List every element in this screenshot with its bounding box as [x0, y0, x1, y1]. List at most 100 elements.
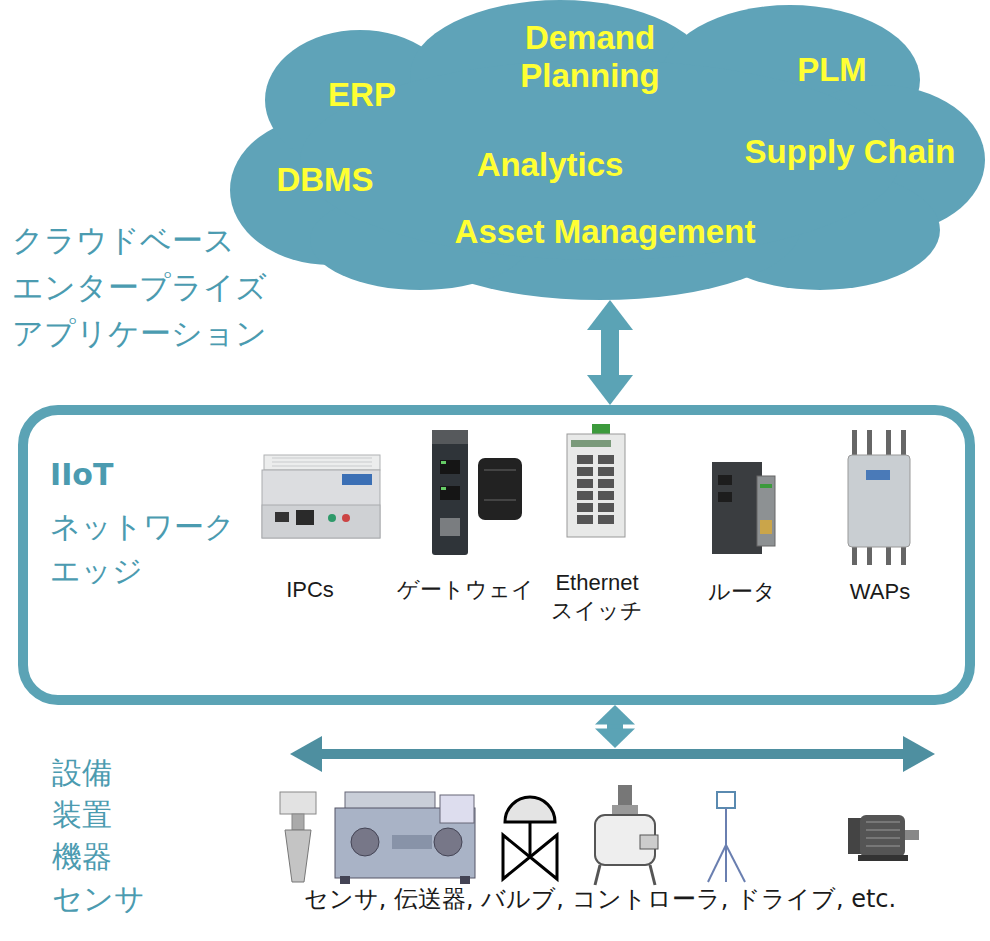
- level-sensor-icon-part: [292, 814, 304, 830]
- device-label: ゲートウェイ: [397, 577, 534, 602]
- device-caption: センサ, 伝送器, バルブ, コントローラ, ドライブ, etc.: [304, 886, 896, 914]
- ipc-icon-part: [272, 462, 372, 463]
- ethernet-switch-icon-part: [598, 479, 614, 488]
- ethernet-switch-icon-part: [577, 503, 593, 512]
- motor-icon-part: [866, 829, 900, 831]
- gateway-icon-part: [440, 486, 460, 500]
- ipc-icon: [262, 455, 380, 538]
- motor-icon-part: [848, 818, 862, 854]
- reactor-icon: [595, 785, 658, 885]
- double-arrow-connector: [587, 300, 633, 405]
- level-sensor-icon: [280, 792, 316, 882]
- valve-icon: [503, 797, 557, 879]
- arrowhead: [595, 705, 635, 725]
- wap-icon-part: [852, 545, 857, 565]
- router-icon-part: [760, 484, 772, 488]
- double-arrow-connector: [595, 705, 635, 748]
- app-label: Analytics: [477, 146, 624, 184]
- ipc-icon-part: [296, 510, 314, 525]
- gateway-icon-part: [440, 460, 460, 474]
- router-icon-part: [718, 475, 732, 485]
- field-devices-group: センサ, 伝送器, バルブ, コントローラ, ドライブ, etc.: [250, 748, 970, 928]
- gateway-icon-part: [441, 487, 446, 490]
- ipc-icon-part: [262, 470, 380, 538]
- ethernet-switch-icon-part: [577, 515, 593, 524]
- device-label: IPCs: [286, 577, 334, 602]
- transmitter-icon: [708, 792, 745, 882]
- wap-icon-part: [866, 470, 890, 480]
- ethernet-switch-icon-part: [577, 455, 593, 464]
- ethernet-switch-icon-part: [577, 491, 593, 500]
- wap-icon-part: [867, 430, 872, 457]
- app-label: Demand Planning: [520, 19, 659, 95]
- ethernet-switch-icon-part: [567, 434, 625, 537]
- reactor-icon-part: [640, 835, 658, 849]
- reactor-icon-part: [595, 865, 600, 885]
- valve-icon-part: [505, 797, 555, 822]
- machine-icon-part: [440, 795, 474, 823]
- ethernet-switch-icon-part: [598, 515, 614, 524]
- arrowhead: [587, 375, 633, 405]
- ipc-icon-part: [328, 514, 336, 522]
- bus-arrow-part: [318, 749, 907, 759]
- app-label: Asset Management: [455, 213, 756, 251]
- ipc-icon-part: [264, 455, 380, 470]
- gateway-icon-part: [478, 458, 522, 520]
- machine-icon-part: [340, 876, 350, 884]
- gateway-icon: [432, 430, 522, 555]
- app-label: Supply Chain: [745, 133, 956, 171]
- wap-icon-part: [901, 430, 906, 457]
- ipc-icon-part: [262, 505, 380, 538]
- machine-icon-part: [460, 876, 470, 884]
- gateway-icon-part: [432, 430, 468, 444]
- wap-icon-part: [848, 455, 910, 547]
- ipc-icon-part: [272, 466, 372, 467]
- motor-icon-part: [866, 845, 900, 847]
- ethernet-switch-icon: [567, 424, 625, 537]
- motor-icon-part: [858, 855, 908, 861]
- transmitter-icon-part: [725, 845, 727, 882]
- arrowhead: [587, 300, 633, 330]
- wap-icon-part: [886, 430, 891, 457]
- wap-icon-part: [901, 545, 906, 565]
- layer-heading: 設備 装置 機器 センサ: [52, 752, 145, 920]
- reactor-icon-part: [650, 865, 655, 885]
- ethernet-switch-icon-part: [577, 479, 593, 488]
- bus-arrow-part: [290, 736, 322, 772]
- motor-icon-part: [866, 821, 900, 823]
- valve-icon-part: [530, 835, 557, 879]
- app-label: PLM: [797, 51, 867, 89]
- ethernet-switch-icon-part: [598, 455, 614, 464]
- level-sensor-icon-part: [280, 792, 316, 814]
- machine-icon: [335, 792, 475, 884]
- router-icon: [712, 462, 775, 554]
- layer-heading: クラウドベース エンタープライズ アプリケーション: [12, 217, 267, 357]
- motor-icon-part: [866, 837, 900, 839]
- motor-icon-part: [860, 815, 905, 857]
- machine-icon-part: [434, 828, 462, 856]
- transmitter-icon-part: [708, 845, 726, 882]
- ethernet-switch-icon-part: [598, 503, 614, 512]
- wap-icon-part: [867, 545, 872, 565]
- app-label: DBMS: [276, 161, 373, 199]
- reactor-icon-part: [612, 805, 638, 815]
- panel-title: IIoT: [50, 458, 113, 493]
- ipc-icon-part: [275, 512, 289, 522]
- ethernet-switch-icon-part: [598, 467, 614, 476]
- router-icon-part: [712, 462, 762, 554]
- level-sensor-icon-part: [285, 830, 311, 882]
- ipc-icon-part: [342, 474, 372, 485]
- gateway-icon-part: [440, 518, 460, 536]
- device-label: Ethernet スイッチ: [551, 569, 643, 624]
- app-label: ERP: [328, 76, 396, 114]
- connector-shaft: [601, 329, 619, 376]
- machine-icon-part: [392, 835, 432, 849]
- ethernet-switch-icon-part: [577, 467, 593, 476]
- wap-icon-part: [852, 430, 857, 457]
- router-icon-part: [718, 492, 732, 502]
- device-label: ルータ: [708, 579, 776, 604]
- motor-icon: [848, 815, 919, 861]
- wap-icon-part: [886, 545, 891, 565]
- gateway-icon-part: [484, 499, 516, 501]
